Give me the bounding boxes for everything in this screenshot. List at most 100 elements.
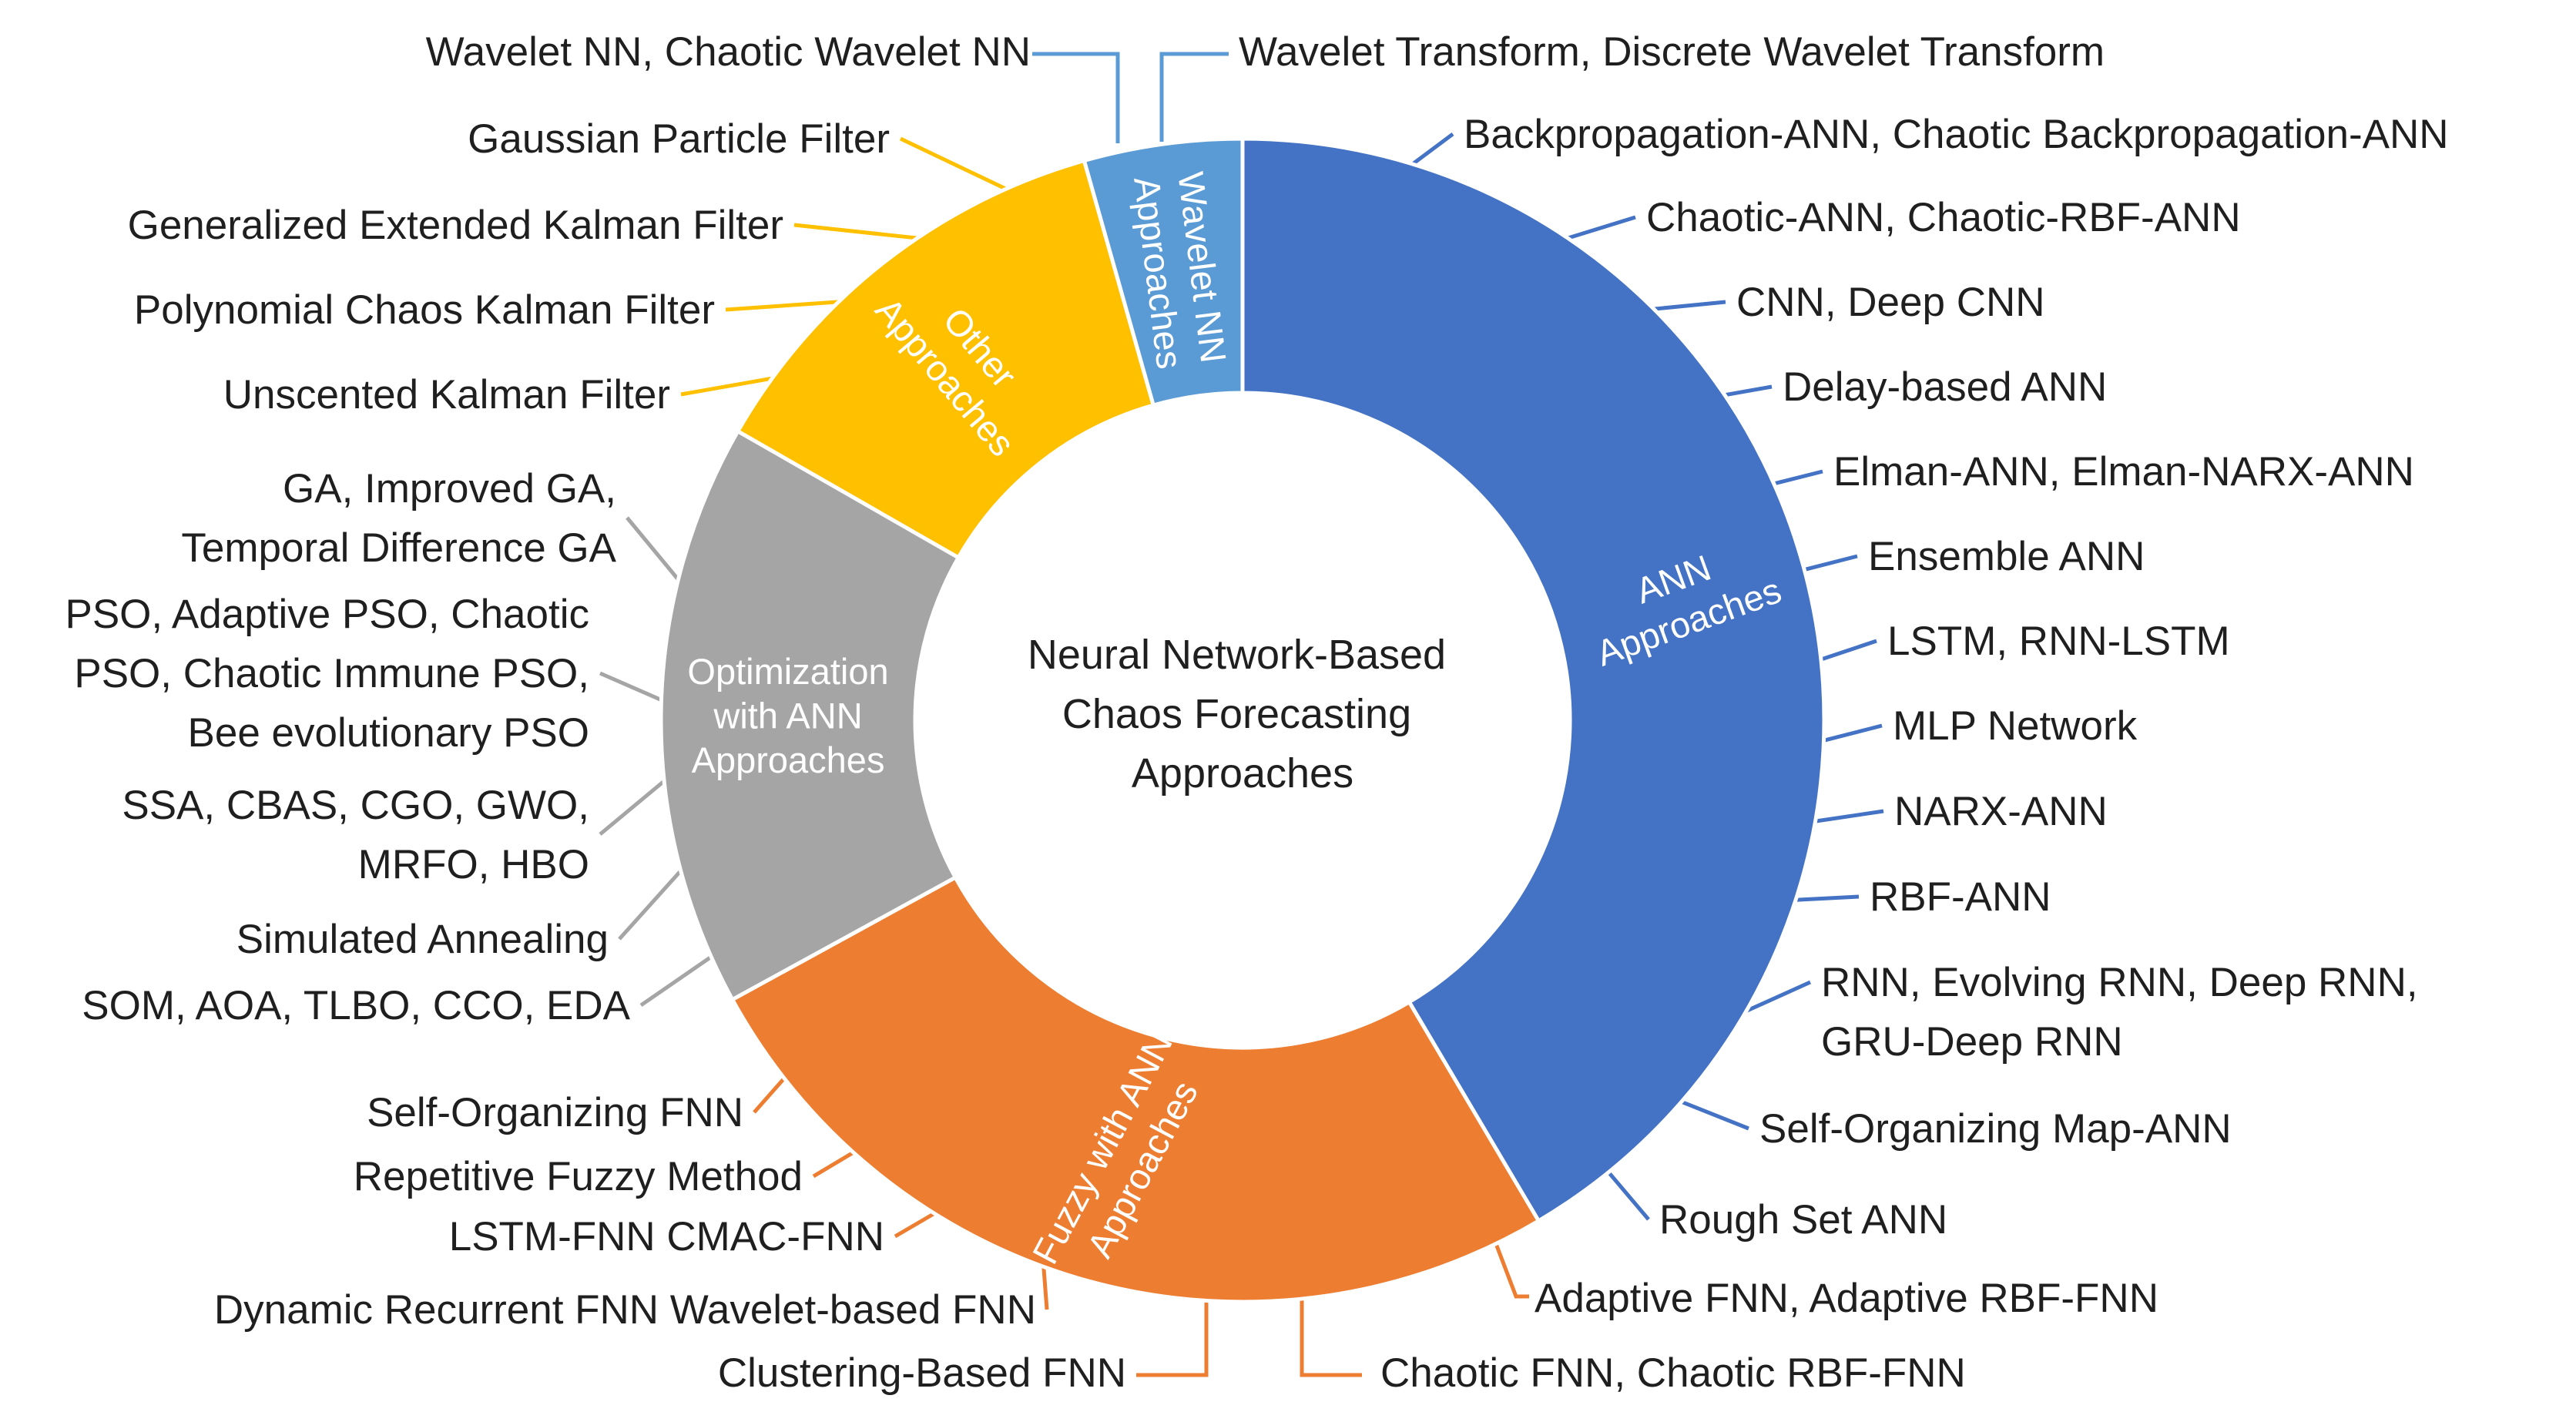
connector-other-4 [899,136,1007,191]
leaf-label-wavelet-1: Wavelet NN, Chaotic Wavelet NN [426,29,1031,75]
connector-ann-10 [1795,894,1860,902]
connector-ann-12 [1680,1100,1749,1131]
connector-fuzzy-3 [1136,1300,1209,1377]
connector-other-1 [680,376,773,397]
connector-ann-9 [1815,809,1884,823]
leaf-label-optimization-2-line-1: Simulated Annealing [236,917,609,962]
leaf-label-optimization-4-line-1: PSO, Adaptive PSO, Chaotic [65,592,589,637]
leaf-label-ann-3: CNN, Deep CNN [1736,280,2045,325]
leaf-label-ann-3-line-1: CNN, Deep CNN [1736,280,2045,325]
center-title-line-2: Chaos Forecasting [1062,691,1411,737]
leaf-label-ann-11-line-2: GRU-Deep RNN [1821,1019,2123,1065]
leaf-label-other-2: Polynomial Chaos Kalman Filter [134,287,715,333]
leaf-label-ann-10: RBF-ANN [1870,874,2051,920]
leaf-label-optimization-2: Simulated Annealing [236,917,609,962]
leaf-label-optimization-4-line-2: PSO, Chaotic Immune PSO, [74,651,589,696]
connector-optimization-4 [599,671,662,702]
leaf-label-optimization-3-line-2: MRFO, HBO [358,842,589,887]
leaf-label-ann-7: LSTM, RNN-LSTM [1887,619,2230,664]
leaf-label-ann-6-line-1: Ensemble ANN [1868,534,2145,579]
connector-ann-11 [1745,980,1812,1013]
connector-optimization-3 [599,779,666,836]
leaf-label-ann-2-line-1: Chaotic-ANN, Chaotic-RBF-ANN [1646,195,2241,240]
leaf-label-fuzzy-3: Clustering-Based FNN [718,1350,1126,1396]
connector-optimization-1 [639,955,713,1008]
leaf-label-ann-10-line-1: RBF-ANN [1870,874,2051,920]
leaf-label-fuzzy-4: Dynamic Recurrent FNN Wavelet-based FNN [214,1287,1036,1333]
connector-ann-1 [1411,132,1454,166]
connector-fuzzy-5 [894,1212,936,1239]
leaf-label-fuzzy-5-line-1: LSTM-FNN CMAC-FNN [449,1214,884,1259]
segment-label-optimization-line-2: with ANN [713,695,862,736]
leaf-label-ann-8: MLP Network [1893,703,2138,749]
segment-ann [1240,136,1826,1224]
connector-ann-4 [1724,384,1773,397]
leaf-label-wavelet-1-line-1: Wavelet NN, Chaotic Wavelet NN [426,29,1031,75]
leaf-label-ann-4: Delay-based ANN [1783,364,2107,410]
center-title-line-1: Neural Network-Based [1028,632,1446,678]
connector-wavelet-1 [1032,52,1120,143]
leaf-label-other-3: Generalized Extended Kalman Filter [128,203,783,248]
connector-fuzzy-2 [1300,1300,1362,1377]
connector-fuzzy-6 [812,1150,855,1179]
leaf-label-other-1: Unscented Kalman Filter [223,372,670,418]
leaf-label-ann-2: Chaotic-ANN, Chaotic-RBF-ANN [1646,195,2241,240]
leaf-label-other-3-line-1: Generalized Extended Kalman Filter [128,203,783,248]
connector-fuzzy-1 [1493,1241,1529,1299]
leaf-label-ann-1-line-1: Backpropagation-ANN, Chaotic Backpropaga… [1464,112,2449,157]
connector-optimization-2 [618,869,683,941]
connector-ann-8 [1823,723,1883,743]
leaf-label-fuzzy-6-line-1: Repetitive Fuzzy Method [354,1154,803,1199]
leaf-label-ann-12-line-1: Self-Organizing Map-ANN [1759,1106,2232,1152]
leaf-label-ann-4-line-1: Delay-based ANN [1783,364,2107,410]
connector-lines [599,52,1884,1377]
leaf-label-ann-8-line-1: MLP Network [1893,703,2138,749]
leaf-label-ann-11-line-1: RNN, Evolving RNN, Deep RNN, [1821,960,2418,1005]
center-title: Neural Network-Based Chaos Forecasting A… [1028,632,1457,797]
leaf-label-ann-11: RNN, Evolving RNN, Deep RNN, GRU-Deep RNN [1821,960,2418,1065]
leaf-label-optimization-1-line-1: SOM, AOA, TLBO, CCO, EDA [82,983,630,1028]
leaf-label-ann-13-line-1: Rough Set ANN [1659,1197,1947,1243]
leaf-label-optimization-5: GA, Improved GA, Temporal Difference GA [181,466,616,571]
segment-other [735,158,1156,561]
connector-ann-7 [1820,639,1877,662]
connector-ann-13 [1607,1171,1650,1221]
connector-optimization-5 [626,516,680,581]
leaf-label-ann-1: Backpropagation-ANN, Chaotic Backpropaga… [1464,112,2449,157]
connector-wavelet-2 [1159,52,1229,142]
leaf-label-optimization-5-line-1: GA, Improved GA, [283,466,616,511]
segment-optimization [659,428,961,1002]
connector-fuzzy-7 [753,1077,786,1114]
leaf-label-optimization-4-line-3: Bee evolutionary PSO [188,710,589,756]
leaf-label-fuzzy-2-line-1: Chaotic FNN, Chaotic RBF-FNN [1380,1350,1966,1396]
leaf-labels: Wavelet NN, Chaotic Wavelet NN Wavelet Tr… [65,29,2448,1396]
leaf-label-ann-7-line-1: LSTM, RNN-LSTM [1887,619,2230,664]
leaf-label-fuzzy-2: Chaotic FNN, Chaotic RBF-FNN [1380,1350,1966,1396]
leaf-label-other-4: Gaussian Particle Filter [468,116,890,162]
leaf-label-optimization-5-line-2: Temporal Difference GA [181,525,616,571]
connector-fuzzy-4 [1041,1266,1049,1310]
segment-fuzzy [730,874,1541,1304]
connector-other-2 [725,300,839,312]
leaf-label-fuzzy-1-line-1: Adaptive FNN, Adaptive RBF-FNN [1535,1276,2158,1321]
leaf-label-fuzzy-5: LSTM-FNN CMAC-FNN [449,1214,884,1259]
connector-ann-5 [1773,469,1823,486]
leaf-label-ann-6: Ensemble ANN [1868,534,2145,579]
leaf-label-ann-12: Self-Organizing Map-ANN [1759,1106,2232,1152]
leaf-label-wavelet-2-line-1: Wavelet Transform, Discrete Wavelet Tran… [1239,29,2105,75]
leaf-label-other-4-line-1: Gaussian Particle Filter [468,116,890,162]
leaf-label-optimization-1: SOM, AOA, TLBO, CCO, EDA [82,983,630,1028]
connector-other-3 [793,223,918,240]
leaf-label-other-1-line-1: Unscented Kalman Filter [223,372,670,418]
segment-wavelet [1082,136,1245,408]
leaf-label-ann-5: Elman-ANN, Elman-NARX-ANN [1833,449,2414,495]
leaf-label-fuzzy-7-line-1: Self-Organizing FNN [367,1090,743,1135]
leaf-label-other-2-line-1: Polynomial Chaos Kalman Filter [134,287,715,333]
segment-label-optimization-line-3: Approaches [692,740,885,780]
leaf-label-ann-9: NARX-ANN [1894,789,2108,834]
leaf-label-fuzzy-7: Self-Organizing FNN [367,1090,743,1135]
leaf-label-optimization-3: SSA, CBAS, CGO, GWO,MRFO, HBO [122,783,589,887]
leaf-label-wavelet-2: Wavelet Transform, Discrete Wavelet Tran… [1239,29,2105,75]
